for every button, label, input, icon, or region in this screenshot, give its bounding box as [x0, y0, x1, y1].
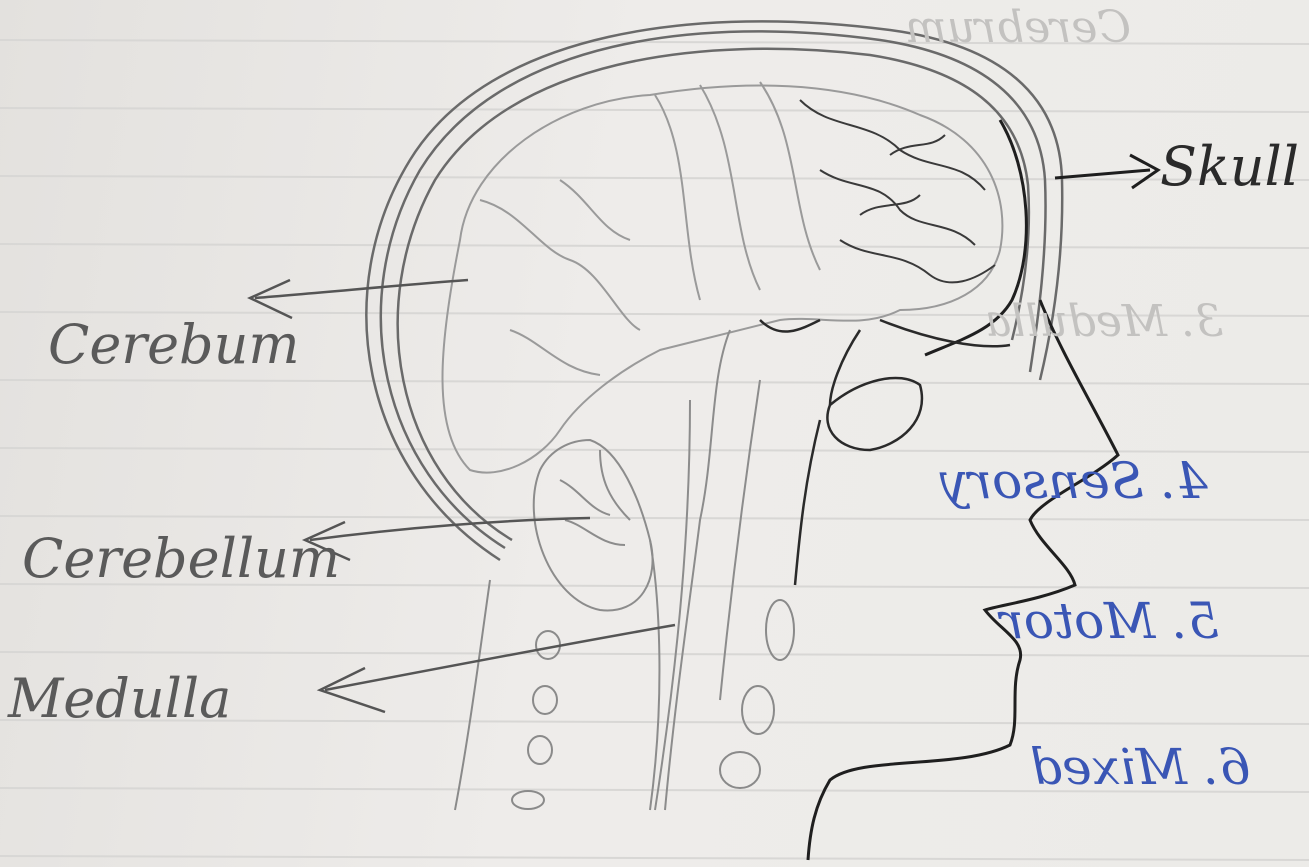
showthrough-heading: Cerebrum: [905, 6, 1131, 50]
label-medulla: Medulla: [8, 672, 231, 726]
showthrough-line-3: 3. Medulla: [985, 300, 1223, 344]
skull-arrow: [1055, 155, 1158, 188]
label-cerebellum: Cerebellum: [22, 532, 340, 586]
showthrough-line-5: 5. Motor: [1000, 596, 1219, 646]
frontal-lobe-folds: [800, 100, 995, 282]
showthrough-line-4: 4. Sensory: [940, 456, 1208, 506]
label-cerebrum: Cerebum: [48, 318, 300, 372]
showthrough-line-6: 6. Mixed: [1030, 742, 1251, 792]
label-skull: Skull: [1160, 140, 1299, 194]
brainstem-cerebellum: [534, 330, 760, 810]
neck-back-outline: [455, 580, 490, 810]
